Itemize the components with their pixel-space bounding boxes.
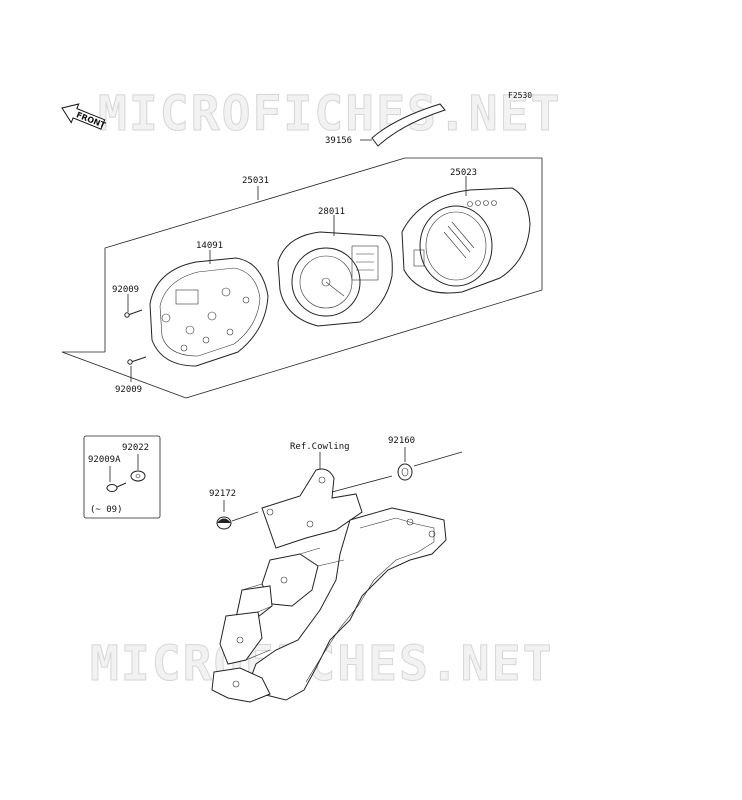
screw-92009A xyxy=(106,482,127,492)
label-25031: 25031 xyxy=(242,176,269,186)
screw-92009-top xyxy=(124,309,143,318)
label-ref-cowling: Ref.Cowling xyxy=(290,442,350,452)
label-25023: 25023 xyxy=(450,168,477,178)
case-14091 xyxy=(149,257,269,367)
label-14091: 14091 xyxy=(196,241,223,251)
clip-92172 xyxy=(216,516,232,530)
watermark-top: MICROFICHES.NET xyxy=(98,86,561,142)
label-92009-top: 92009 xyxy=(112,285,139,295)
screw-92009-bottom xyxy=(127,356,147,365)
assembly-frame-25031 xyxy=(104,157,406,352)
label-92022: 92022 xyxy=(122,443,149,453)
label-92009A: 92009A xyxy=(88,455,121,465)
label-92172: 92172 xyxy=(209,489,236,499)
grommet-92160 xyxy=(397,463,413,481)
label-92160: 92160 xyxy=(388,436,415,446)
inset-box: 92022 92009A (~ 09) xyxy=(83,435,161,519)
hose-39156 xyxy=(371,103,446,147)
label-28011: 28011 xyxy=(318,207,345,217)
cowling-bracket xyxy=(211,468,447,703)
washer-92022 xyxy=(130,470,146,482)
label-39156: 39156 xyxy=(325,136,352,146)
meter-assembly-28011 xyxy=(277,231,393,327)
inset-note: (~ 09) xyxy=(90,505,123,515)
meter-cover-25023 xyxy=(401,187,531,294)
label-92009-bottom: 92009 xyxy=(115,385,142,395)
figure-code: F2530 xyxy=(508,91,532,100)
